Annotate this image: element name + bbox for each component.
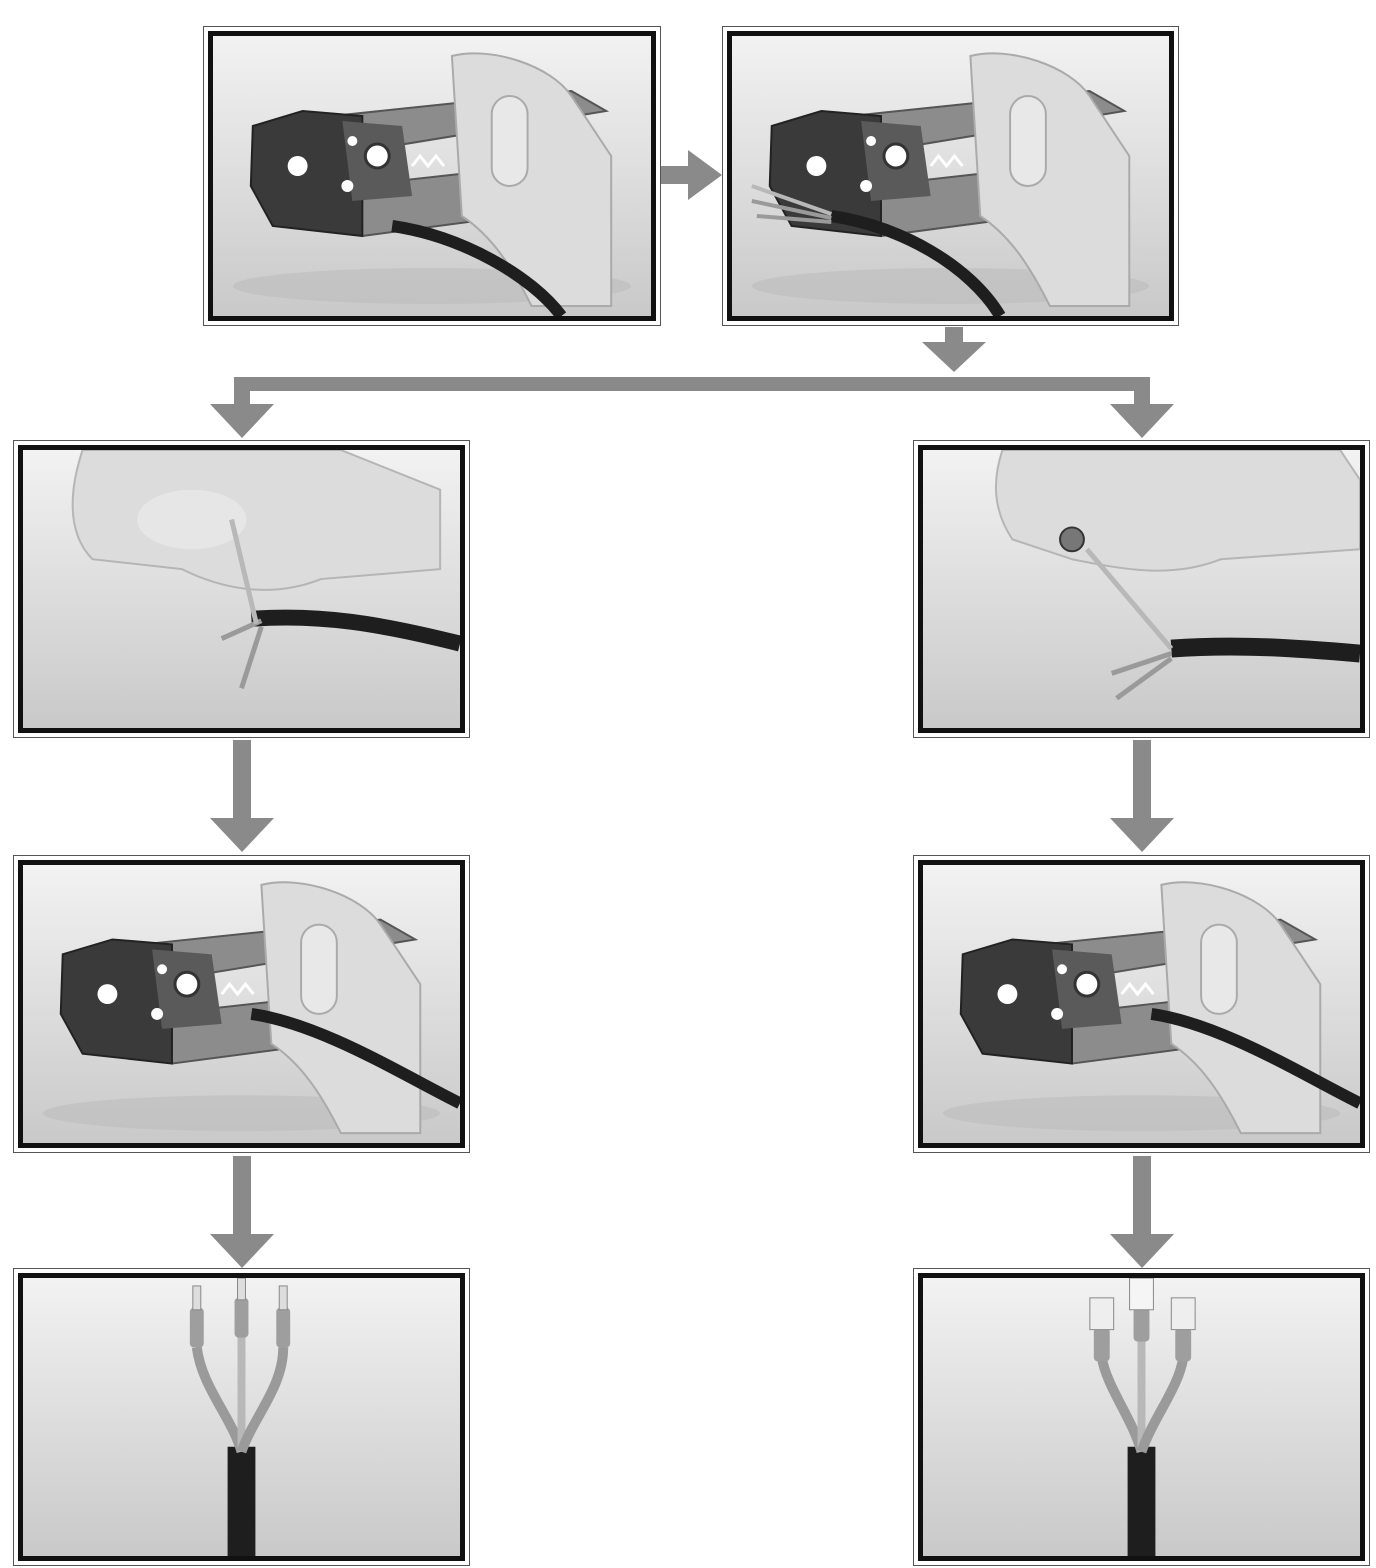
photo-illustration — [923, 450, 1360, 728]
photo-step2-outer-jacket-stripped — [722, 26, 1179, 326]
photo-result-ferrules — [13, 1268, 470, 1566]
photo-step1-insert-cable — [203, 26, 661, 326]
photo-step3b-insert-terminal — [913, 440, 1370, 738]
arrow-down-step2-to-split — [922, 327, 986, 372]
arrow-down-right-2 — [1110, 1156, 1174, 1268]
photo-illustration — [23, 1278, 460, 1556]
photo-illustration — [923, 1278, 1360, 1556]
photo-illustration — [23, 865, 460, 1143]
photo-step4a-crimp-ferrule — [13, 855, 470, 1153]
photo-step3a-twist-wire — [13, 440, 470, 738]
arrow-down-left-1 — [210, 740, 274, 852]
photo-illustration — [213, 36, 651, 316]
arrow-down-left-2 — [210, 1156, 274, 1268]
arrow-right-step1-to-step2 — [660, 150, 722, 200]
split-bar — [210, 377, 1174, 438]
photo-step4b-crimp-terminal — [913, 855, 1370, 1153]
photo-illustration — [923, 865, 1360, 1143]
photo-illustration — [732, 36, 1169, 316]
arrow-down-right-1 — [1110, 740, 1174, 852]
photo-result-spade-terminals — [913, 1268, 1370, 1566]
photo-illustration — [23, 450, 460, 728]
